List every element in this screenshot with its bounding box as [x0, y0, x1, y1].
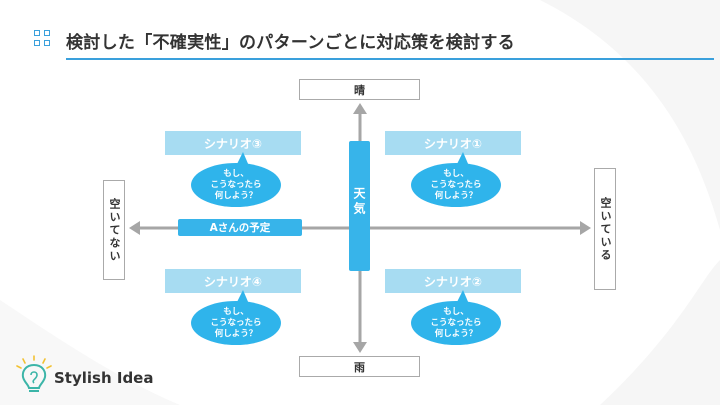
axis-label-right-text: 空いている	[599, 196, 612, 262]
bubble-line: 何しよう？	[214, 328, 258, 339]
title-underline	[66, 58, 714, 60]
bubble-line: もし、	[223, 168, 249, 179]
speech-bubble-shape	[411, 290, 501, 345]
bubble-line: こうなったら	[430, 179, 482, 190]
scenario-label-4: シナリオ④	[165, 269, 301, 293]
bubble-line: もし、	[443, 168, 469, 179]
speech-bubble-shape	[191, 290, 281, 345]
bubble-line: もし、	[443, 306, 469, 317]
scenario-label-1: シナリオ①	[385, 131, 521, 155]
scenario-label-2: シナリオ②	[385, 269, 521, 293]
axis-label-left: 空いてない	[103, 180, 125, 280]
arrow-up	[353, 103, 367, 114]
scenario-bubble-3: もし、 こうなったら 何しよう？	[191, 152, 281, 207]
axis-label-right: 空いている	[594, 168, 616, 290]
bubble-line: こうなったら	[210, 179, 262, 190]
axis-label-bottom: 雨	[299, 356, 420, 377]
axis-label-top: 晴	[299, 79, 420, 100]
plan-label: Aさんの予定	[209, 222, 271, 234]
weather-label: 天気	[352, 187, 366, 217]
logo-text: Stylish Idea	[54, 369, 154, 387]
plan-axis-bar: Aさんの予定	[178, 219, 302, 236]
bubble-line: こうなったら	[430, 317, 482, 328]
page-title: 検討した「不確実性」のパターンごとに対応策を検討する	[66, 33, 515, 53]
scenario-bubble-4: もし、 こうなったら 何しよう？	[191, 290, 281, 345]
bubble-line: 何しよう？	[214, 190, 258, 201]
speech-bubble-shape	[191, 152, 281, 207]
arrow-left	[129, 221, 140, 235]
grid-icon	[34, 30, 51, 47]
bubble-line: もし、	[223, 306, 249, 317]
speech-bubble-shape	[411, 152, 501, 207]
scenario-bubble-2: もし、 こうなったら 何しよう？	[411, 290, 501, 345]
scenario-label-3: シナリオ③	[165, 131, 301, 155]
bubble-line: 何しよう？	[434, 190, 478, 201]
bubble-line: こうなったら	[210, 317, 262, 328]
lightbulb-icon	[16, 355, 52, 392]
bubble-line: 何しよう？	[434, 328, 478, 339]
arrow-down	[353, 342, 367, 353]
axis-label-left-text: 空いてない	[108, 197, 121, 263]
scenario-bubble-1: もし、 こうなったら 何しよう？	[411, 152, 501, 207]
arrow-right	[580, 221, 591, 235]
weather-axis-bar: 天気	[349, 141, 370, 271]
